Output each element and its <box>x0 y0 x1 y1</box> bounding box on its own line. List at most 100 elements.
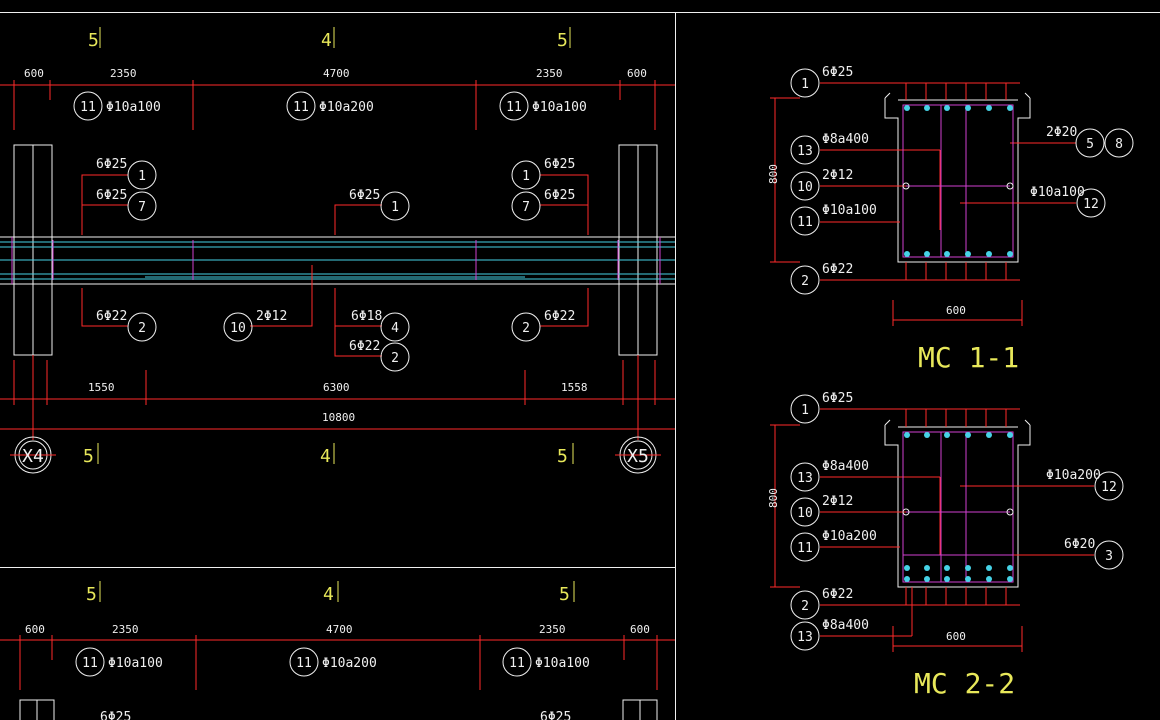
lower-dimension-line <box>0 635 675 690</box>
rebar-label: Φ8a400 <box>822 459 869 474</box>
tag-label: 11 <box>797 541 813 556</box>
rebar-label: Φ8a400 <box>822 132 869 147</box>
rebar-label: 6Φ22 <box>822 262 853 277</box>
dim-label: 600 <box>25 623 45 636</box>
rebar-label: Φ10a200 <box>319 100 374 115</box>
rebar-label: 2Φ12 <box>256 309 287 324</box>
tag-label: 13 <box>797 471 813 486</box>
rebar-label: 6Φ25 <box>544 188 575 203</box>
tag-circle <box>127 160 157 190</box>
dim-label: 600 <box>946 630 966 643</box>
rebar-label: 2Φ12 <box>822 494 853 509</box>
lower-columns <box>19 699 658 720</box>
rebar-label: 6Φ22 <box>822 587 853 602</box>
section-mc-2-2[interactable]: 800 1 6Φ25 13 Φ8a400 10 2Φ12 11 Φ10a200 … <box>767 391 1124 700</box>
dim-label: 600 <box>24 67 44 80</box>
tag-label: 2 <box>801 274 809 289</box>
tag-circle <box>127 312 157 342</box>
tag-label: 10 <box>230 321 246 336</box>
beam-elevation-top: 5 4 5 600 2350 4700 2350 600 11 Φ10a100 <box>0 27 675 474</box>
grid-mark: 4 <box>321 30 332 51</box>
tag-circle <box>380 191 410 221</box>
rebar-label: Φ10a100 <box>106 100 161 115</box>
stirrup-zone-tags: 11 Φ10a100 11 Φ10a200 11 Φ10a100 <box>73 91 587 121</box>
rebar-dots <box>904 105 1013 257</box>
grid-mark: 4 <box>320 446 331 467</box>
tag-label: 7 <box>522 200 530 215</box>
dim-label: 2350 <box>539 623 566 636</box>
rebar-label: Φ10a100 <box>108 656 163 671</box>
tag-circle <box>511 160 541 190</box>
tag-circle <box>289 647 319 677</box>
grid-mark: 5 <box>559 584 570 605</box>
rebar-label: 6Φ22 <box>544 309 575 324</box>
tag-circle <box>511 312 541 342</box>
dim-label: 2350 <box>536 67 563 80</box>
tag-label: 2 <box>801 599 809 614</box>
tag-label: 12 <box>1101 480 1117 495</box>
rebar-label: 6Φ18 <box>351 309 382 324</box>
rebar-label: 6Φ25 <box>540 710 571 720</box>
rebar-label: Φ10a100 <box>822 203 877 218</box>
grid-marks-mid: 5 4 5 <box>83 443 574 467</box>
dim-label: 600 <box>630 623 650 636</box>
section-title: MC 1-1 <box>918 341 1019 374</box>
tag-label: 4 <box>391 321 399 336</box>
grid-mark: 5 <box>83 446 94 467</box>
rebar-label: Φ10a200 <box>1046 468 1101 483</box>
viewport-frames <box>0 12 1160 720</box>
tag-label: 2 <box>391 351 399 366</box>
rebar-label: 6Φ25 <box>96 188 127 203</box>
axis-bubble-x5[interactable]: X5 <box>615 436 661 474</box>
section-title: MC 2-2 <box>914 667 1015 700</box>
tag-circle <box>380 342 410 372</box>
tag-label: 1 <box>801 77 809 92</box>
tag-label: 11 <box>82 656 98 671</box>
axis-label: X4 <box>22 446 44 467</box>
grid-mark: 5 <box>86 584 97 605</box>
grid-mark: 5 <box>557 30 568 51</box>
tag-circle <box>380 312 410 342</box>
tag-label: 10 <box>797 506 813 521</box>
axis-bubble-x4[interactable]: X4 <box>10 436 56 474</box>
section-stirrups <box>902 431 1014 583</box>
tag-label: 1 <box>391 200 399 215</box>
rebar-dots <box>904 432 1013 582</box>
rebar-label: 6Φ25 <box>822 65 853 80</box>
bottom-dimension-lines <box>0 355 675 440</box>
section-leaders <box>770 408 1094 652</box>
rebar-label: Φ8a400 <box>822 618 869 633</box>
dim-label: 600 <box>627 67 647 80</box>
dim-label: 800 <box>767 164 780 184</box>
tag-label: 11 <box>80 100 96 115</box>
tag-circle <box>127 191 157 221</box>
tag-label: 11 <box>296 656 312 671</box>
dim-label: 1558 <box>561 381 588 394</box>
tag-label: 1 <box>522 169 530 184</box>
dim-label: 2350 <box>110 67 137 80</box>
rebar-leaders <box>81 174 589 357</box>
tag-label: 2 <box>138 321 146 336</box>
rebar-label: Φ10a100 <box>1030 185 1085 200</box>
beam-body <box>0 236 675 285</box>
section-mc-1-1[interactable]: 800 1 6Φ25 13 Φ8a400 10 2Φ12 11 Φ10a100 … <box>767 65 1134 374</box>
rebar-label: 6Φ25 <box>96 157 127 172</box>
rebar-label: 6Φ25 <box>349 188 380 203</box>
top-dimension-line <box>0 80 675 130</box>
tag-label: 1 <box>138 169 146 184</box>
rebar-label: Φ10a100 <box>535 656 590 671</box>
dim-label: 4700 <box>323 67 350 80</box>
tag-label: 10 <box>797 180 813 195</box>
dim-label: 6300 <box>323 381 350 394</box>
tag-label: 2 <box>522 321 530 336</box>
rebar-label: 2Φ20 <box>1046 125 1077 140</box>
rebar-label: 6Φ20 <box>1064 537 1095 552</box>
grid-mark: 5 <box>88 30 99 51</box>
dim-label: 4700 <box>326 623 353 636</box>
tag-label: 11 <box>506 100 522 115</box>
tag-label: 13 <box>797 144 813 159</box>
tag-label: 11 <box>293 100 309 115</box>
tag-circle <box>75 647 105 677</box>
rebar-label: 6Φ25 <box>544 157 575 172</box>
